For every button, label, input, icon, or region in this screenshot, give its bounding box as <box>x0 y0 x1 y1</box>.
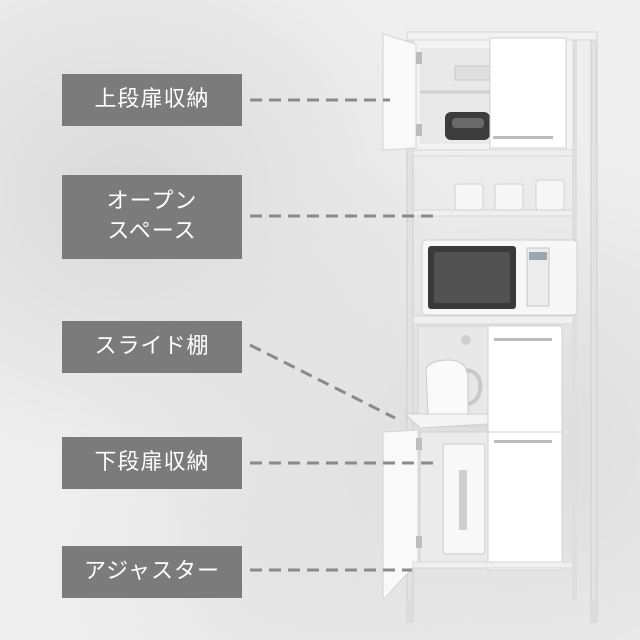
leader-line-slide-shelf <box>249 343 396 420</box>
callout-adjuster: アジャスター <box>62 546 242 598</box>
callout-open-space: オープン スペース <box>62 175 242 259</box>
callout-text: 下段扉収納 <box>94 450 210 475</box>
callout-text: アジャスター <box>83 559 221 584</box>
callout-lower-door-storage: 下段扉収納 <box>62 437 242 489</box>
callout-upper-door-storage: 上段扉収納 <box>62 74 242 126</box>
callout-text: 上段扉収納 <box>94 87 210 112</box>
callout-slide-shelf: スライド棚 <box>62 321 242 373</box>
callout-text: スライド棚 <box>94 334 210 359</box>
callout-text: オープン スペース <box>106 189 198 244</box>
